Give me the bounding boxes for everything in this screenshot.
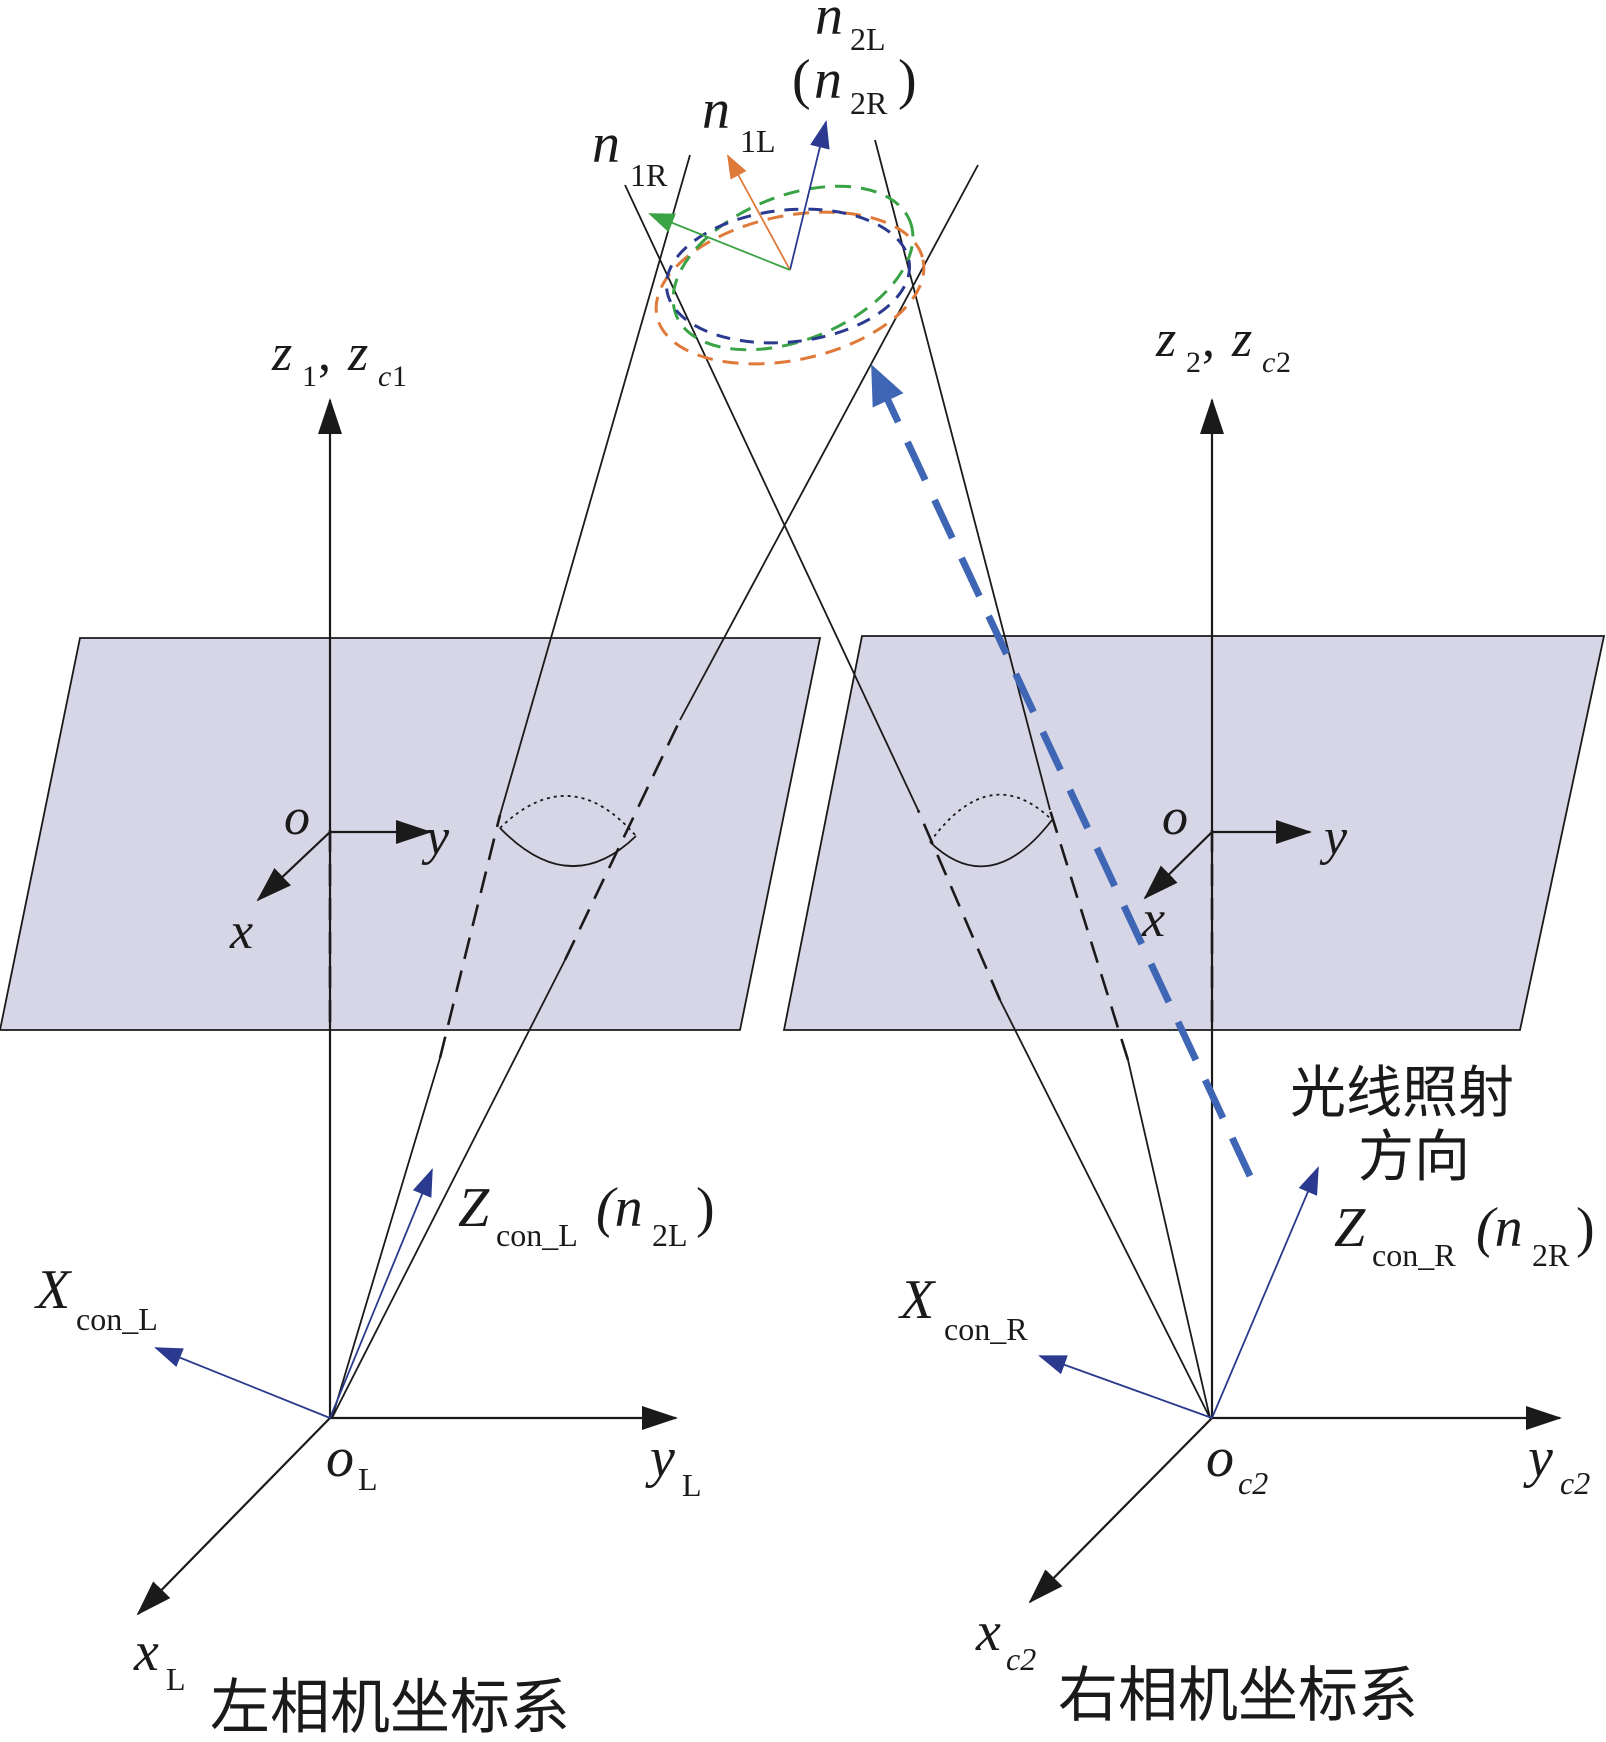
left-cone: [331, 154, 979, 1419]
yL-label: y: [645, 1427, 675, 1489]
zc1-sub-c: c: [378, 360, 391, 393]
n2R-close: ): [898, 49, 917, 111]
oL-sub: L: [358, 1461, 378, 1497]
xconR-sub: con_R: [944, 1311, 1028, 1347]
left-xL-axis: [136, 1417, 331, 1616]
zconL-close: ): [696, 1177, 715, 1239]
zconR-sub: con_R: [1372, 1237, 1456, 1273]
n2L-arrow: [789, 120, 830, 271]
light-direction-line2: 方向: [1358, 1125, 1470, 1190]
n2L-sub: 2L: [850, 21, 886, 57]
light-direction-arrow: [868, 364, 1254, 1178]
light-direction-line1: 光线照射: [1290, 1061, 1514, 1126]
n1L-arrow: [727, 154, 791, 271]
left-system-caption: 左相机坐标系: [210, 1673, 570, 1742]
z1-comma: ,: [318, 325, 331, 382]
zc2-sub-2: 2: [1276, 346, 1291, 379]
y-left-label: y: [421, 809, 450, 866]
y-right-label: y: [1319, 809, 1348, 866]
xconL-sub: con_L: [76, 1301, 158, 1337]
xc2-label: x: [975, 1601, 1001, 1663]
zconL-label: Z: [458, 1177, 490, 1239]
n1L-label: n: [702, 79, 730, 141]
z2-sub: 2: [1186, 346, 1201, 379]
zconR-paren-sub: 2R: [1532, 1237, 1570, 1273]
zconL-paren: (n: [596, 1177, 643, 1239]
x-left-label: x: [229, 903, 253, 960]
oL-label: o: [326, 1427, 354, 1489]
xconR-label: X: [898, 1269, 937, 1331]
oc2-sub: c2: [1238, 1465, 1268, 1501]
left-x-axis-plane: [256, 831, 331, 902]
n2R-label: n: [814, 49, 842, 111]
zconR-label: Z: [1334, 1197, 1366, 1259]
n2R-sub: 2R: [850, 85, 888, 121]
n1R-sub: 1R: [630, 157, 668, 193]
z2-label: z: [1155, 311, 1176, 368]
z2-comma: ,: [1202, 311, 1215, 368]
n2L-label: n: [815, 0, 843, 47]
xL-label: x: [133, 1621, 159, 1683]
yc2-sub: c2: [1560, 1465, 1590, 1501]
z1-label: z: [271, 325, 292, 382]
zconR-paren: (n: [1476, 1197, 1523, 1259]
zc2-label: z: [1231, 311, 1252, 368]
xconL-label: X: [34, 1259, 73, 1321]
ellipse-cluster: [654, 184, 926, 366]
left-zcon-arrow: [329, 1168, 433, 1419]
x-right-label: x: [1141, 891, 1165, 948]
right-x-axis-plane: [1143, 831, 1213, 900]
n1L-sub: 1L: [740, 123, 776, 159]
xc2-sub: c2: [1006, 1641, 1036, 1677]
n1R-arrow: [648, 213, 791, 271]
zconL-sub: con_L: [496, 1217, 578, 1253]
right-xc2-axis: [1028, 1417, 1213, 1604]
zc1-sub-1: 1: [392, 360, 407, 393]
o-right-label: o: [1162, 789, 1188, 846]
n1R-label: n: [592, 113, 620, 175]
n2R-open: (: [792, 49, 811, 111]
z1-sub: 1: [302, 360, 317, 393]
right-image-plane: [782, 635, 1606, 1031]
xL-sub: L: [166, 1661, 186, 1697]
zconR-close: ): [1576, 1197, 1595, 1259]
left-image-plane: [0, 637, 822, 1031]
zc1-label: z: [347, 325, 368, 382]
right-xcon-arrow: [1038, 1355, 1213, 1419]
yc2-label: y: [1523, 1427, 1553, 1489]
left-xcon-arrow: [154, 1347, 331, 1419]
zconL-paren-sub: 2L: [652, 1217, 688, 1253]
zc2-sub-c: c: [1262, 346, 1275, 379]
right-system-caption: 右相机坐标系: [1058, 1661, 1418, 1731]
yL-sub: L: [682, 1467, 702, 1503]
right-zcon-arrow: [1211, 1166, 1319, 1419]
o-left-label: o: [284, 789, 310, 846]
oc2-label: o: [1206, 1427, 1234, 1489]
